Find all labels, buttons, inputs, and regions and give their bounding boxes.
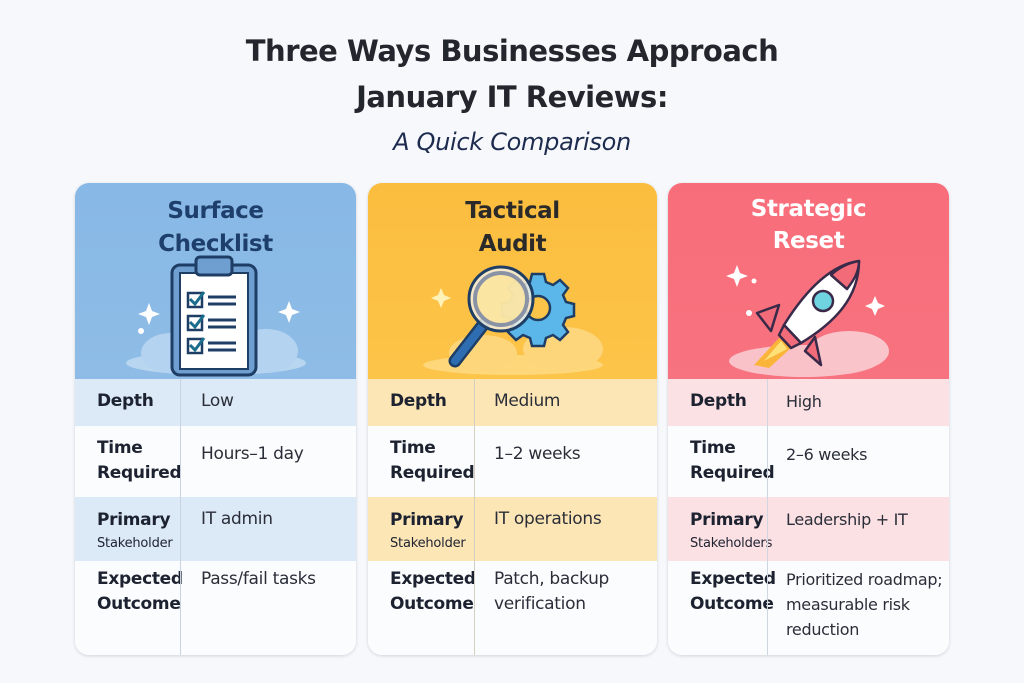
card-title-line-1: Tactical — [465, 198, 560, 224]
column-divider — [474, 379, 475, 655]
card-title-line-1: Strategic — [750, 196, 867, 222]
card-title: Surface Checklist — [75, 195, 356, 261]
row-value-depth: High — [786, 392, 822, 411]
card-surface-checklist: Surface Checklist — [75, 183, 356, 655]
clipboard-checklist-icon — [125, 255, 306, 377]
row-label-depth: Depth — [97, 391, 154, 411]
card-title-line-2: Checklist — [158, 231, 273, 257]
row-depth: Depth Low — [75, 379, 356, 426]
card-title-line-2: Reset — [772, 228, 845, 254]
row-label-depth: Depth — [690, 391, 747, 411]
row-value-time-required: Hours–1 day — [201, 444, 304, 464]
card-strategic-reset: Strategic Reset — [668, 183, 949, 655]
page-title-line-2: January IT Reviews: — [356, 80, 668, 114]
row-value-time-required: 1–2 weeks — [494, 444, 581, 464]
card-header: Surface Checklist — [75, 183, 356, 379]
card-title-line-2: Audit — [478, 231, 547, 257]
card-header: Tactical Audit — [368, 183, 657, 379]
row-value-primary-stakeholders: Leadership + IT — [786, 510, 908, 529]
row-value-time-required: 2–6 weeks — [786, 445, 868, 464]
card-title: Tactical Audit — [368, 195, 657, 261]
row-value-primary-stakeholder: IT admin — [201, 509, 273, 529]
row-label-depth: Depth — [390, 391, 447, 411]
row-value-depth: Medium — [494, 391, 561, 411]
page-subtitle: A Quick Comparison — [393, 128, 631, 156]
magnifier-gear-icon — [422, 265, 603, 375]
card-tactical-audit: Tactical Audit — [368, 183, 657, 655]
row-value-expected-outcome: Pass/fail tasks — [201, 569, 316, 589]
rocket-icon — [725, 259, 889, 377]
card-title-line-1: Surface — [167, 198, 264, 224]
row-depth: Depth Medium — [368, 379, 657, 426]
page-title-line-1: Three Ways Businesses Approach — [245, 34, 779, 68]
row-value-depth: Low — [201, 391, 234, 411]
row-value-primary-stakeholder: IT operations — [494, 509, 602, 529]
column-divider — [180, 379, 181, 655]
card-title: Strategic Reset — [668, 193, 949, 257]
row-depth: Depth High — [668, 379, 949, 426]
card-header: Strategic Reset — [668, 183, 949, 379]
column-divider — [767, 379, 768, 655]
